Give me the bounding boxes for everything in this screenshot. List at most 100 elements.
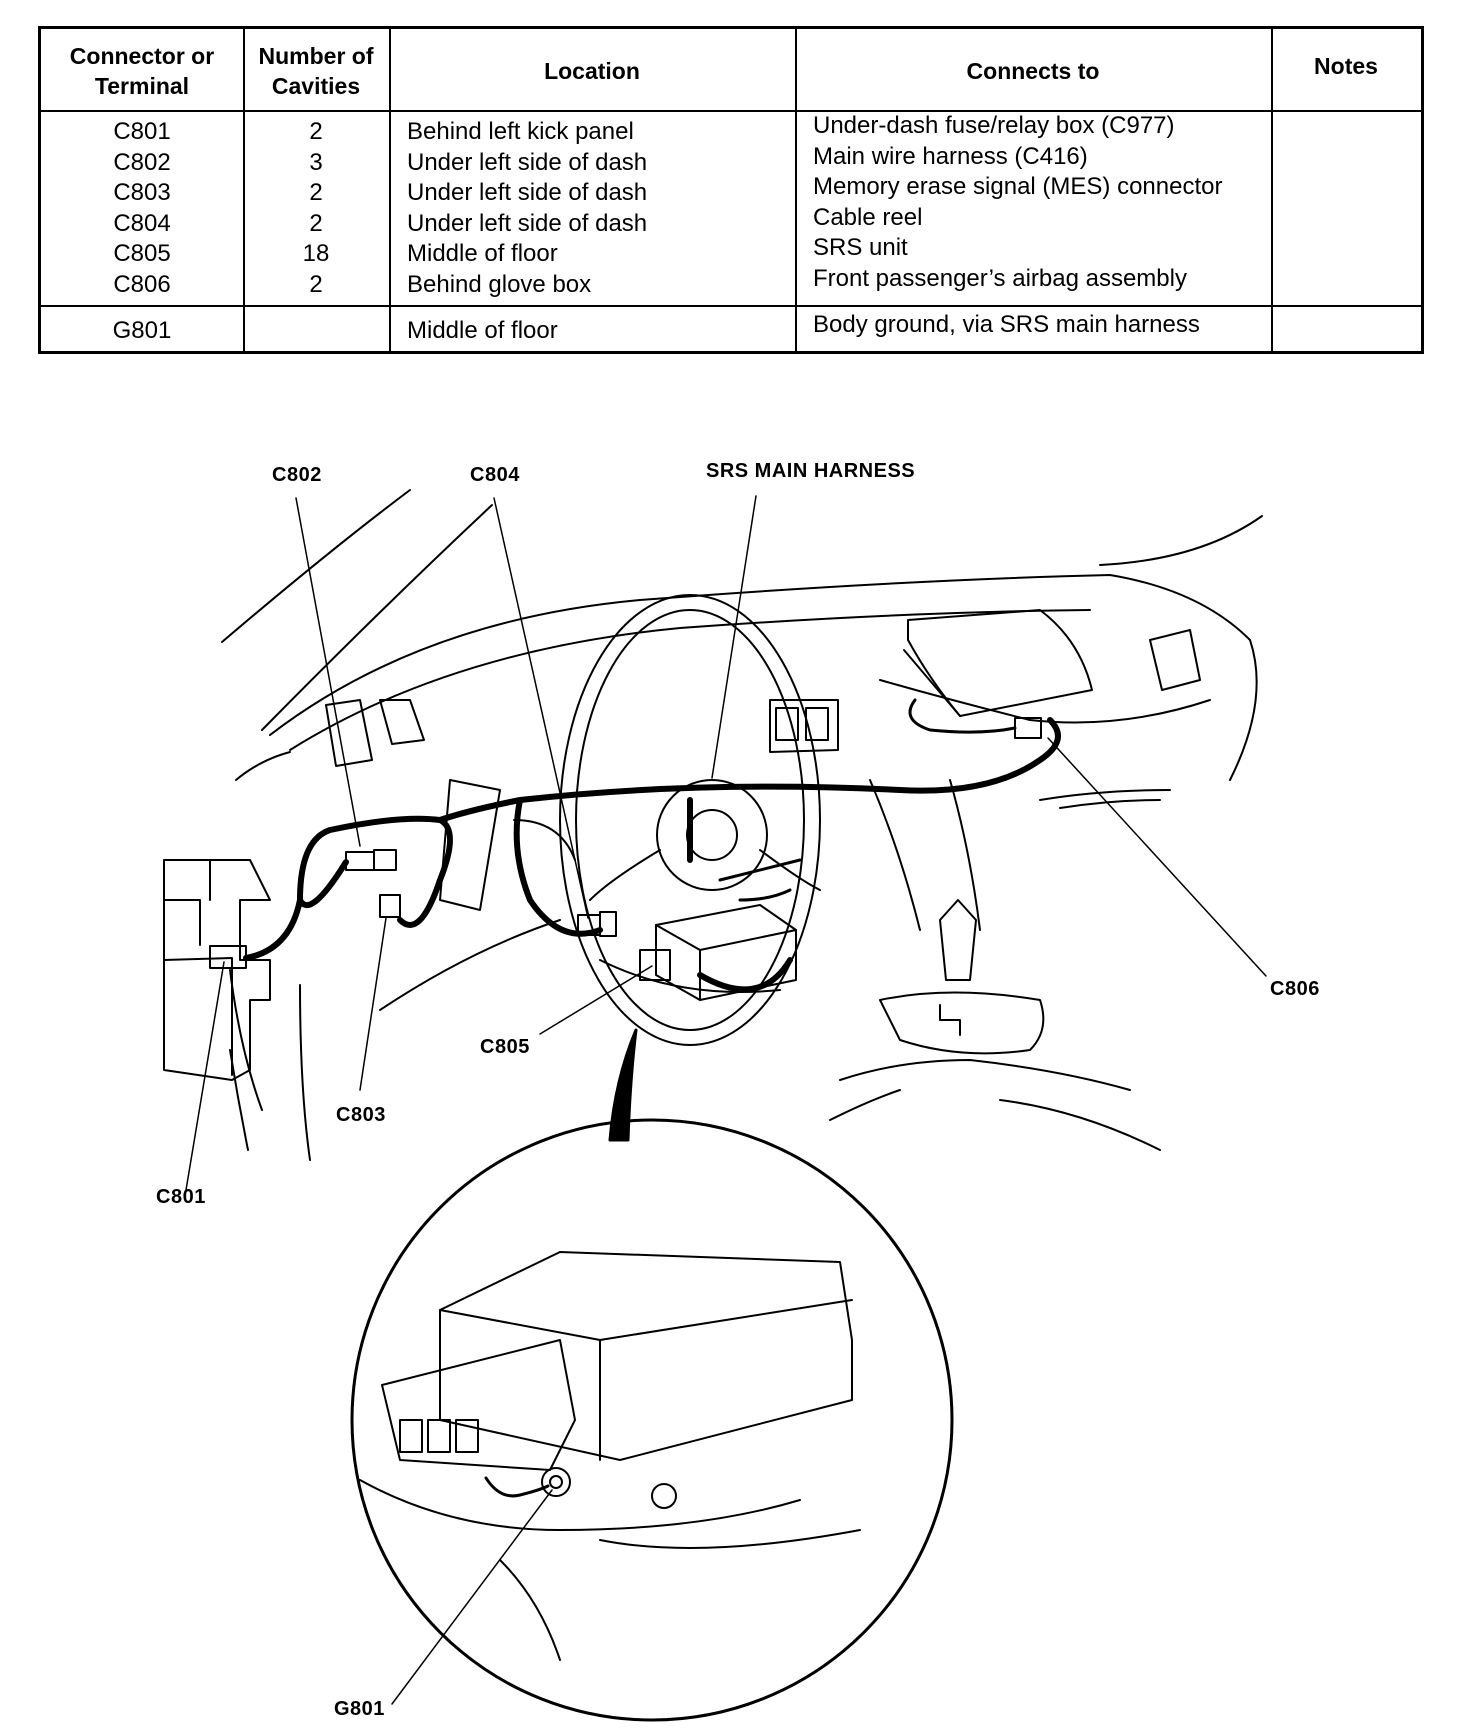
header-location: Location [544, 57, 640, 84]
leader-line [1047, 737, 1267, 977]
floor-tunnel [839, 1059, 1131, 1091]
knee-bolster [513, 819, 576, 861]
column-divider [389, 29, 391, 351]
table-row-connects-to: Main wire harness (C416) [813, 142, 1088, 170]
srs-unit [655, 924, 797, 951]
shifter-boot [879, 991, 1045, 1055]
table-row-location: Under left side of dash [407, 148, 648, 176]
steering-hub [656, 779, 768, 891]
ground-row-cavities [243, 309, 389, 353]
table-row-connects-to: SRS unit [813, 234, 908, 261]
inset-srs-unit [439, 1299, 853, 1421]
glove-box [903, 649, 961, 717]
vent-outline [805, 707, 829, 741]
callout-c805: C805 [480, 1036, 530, 1058]
cable-reel-wire [718, 858, 802, 902]
table-row-location: Under left side of dash [407, 209, 648, 237]
column-divider [243, 29, 245, 351]
header-cavities: Number of Cavities [258, 42, 374, 99]
vent-outline [379, 699, 425, 745]
table-row-connector: C802 [113, 148, 171, 176]
leader-line [359, 917, 387, 1091]
callout-srs-main-harness: SRS MAIN HARNESS [706, 460, 916, 482]
dash-lower [1039, 789, 1171, 801]
leader-line [185, 961, 225, 1191]
srs-main-harness [243, 717, 1061, 993]
table-row-connector: C803 [113, 179, 171, 206]
srs-harness-diagram: C802 C804 SRS MAIN HARNESS C806 C805 C80… [0, 360, 1472, 1734]
shifter [939, 899, 977, 981]
a-pillar-line [221, 489, 411, 643]
table-row-cavities: 2 [309, 118, 323, 145]
column-divider [1271, 29, 1273, 351]
table-row-connects-to: Memory erase signal (MES) connector [813, 173, 1223, 200]
header-connects-to: Connects to [966, 57, 1100, 84]
g801-bolt [549, 1475, 563, 1489]
door-edge [299, 984, 311, 1161]
header-notes: Notes [1314, 53, 1378, 79]
table-row-location: Middle of floor [407, 240, 558, 267]
inset-floor [599, 1529, 861, 1549]
vent-outline [1149, 629, 1201, 691]
ground-row-divider [41, 305, 1421, 307]
srs-main-harness [297, 859, 349, 909]
inset-floor [359, 1479, 801, 1531]
dash-lower [879, 679, 1211, 724]
fuse-relay-box [163, 859, 271, 1081]
inset-connector-slot [427, 1419, 451, 1453]
callout-c804: C804 [470, 464, 520, 486]
leader-line [295, 497, 361, 847]
connector-column: C801 C802 C803 C804 C805 C806 [41, 117, 243, 300]
srs-unit [655, 904, 797, 1001]
callout-c802: C802 [272, 464, 322, 486]
door-edge [235, 751, 291, 781]
location-column: Behind left kick panel Under left side o… [407, 117, 793, 300]
steering-wheel-rim [559, 594, 821, 1046]
leader-line [391, 1489, 553, 1705]
c802-connector [373, 849, 397, 871]
g801-bolt [541, 1467, 571, 1497]
c803-connector [379, 894, 401, 918]
table-row-cavities: 2 [309, 179, 323, 206]
dash-lower [1059, 799, 1161, 809]
connects-to-column: Under-dash fuse/relay box (C977) Main wi… [813, 111, 1269, 294]
connector-table: Connector or Terminal Number of Cavities… [38, 26, 1424, 354]
header-divider [41, 110, 1421, 112]
glove-box [907, 609, 1093, 717]
ground-row-connects-to: Body ground, via SRS main harness [813, 311, 1200, 338]
table-row-cavities: 2 [309, 209, 323, 237]
column-divider [795, 29, 797, 351]
fuse-relay-box [163, 957, 233, 1076]
table-row-cavities: 18 [302, 240, 330, 267]
detail-circle [350, 1118, 954, 1722]
inset-bolt [651, 1483, 677, 1509]
roof-line [1099, 515, 1263, 566]
leader-line [711, 495, 757, 779]
inset-srs-unit [439, 1251, 853, 1461]
inset-ground-wire [484, 1476, 550, 1498]
c802-connector [345, 851, 375, 871]
center-stack [869, 779, 921, 931]
dash-top [269, 574, 1258, 781]
steering-hub [686, 809, 738, 861]
lower-dash [379, 919, 561, 1011]
ground-row-location: Middle of floor [407, 317, 558, 344]
door-edge [229, 969, 263, 1111]
table-row-connects-to: Cable reel [813, 203, 923, 231]
floor-tunnel [999, 1099, 1161, 1151]
dash-top [289, 609, 1091, 751]
table-row-connector: C805 [113, 240, 171, 267]
table-row-connects-to: Under-dash fuse/relay box (C977) [813, 112, 1175, 139]
inset-connector-slot [399, 1419, 423, 1453]
zoom-pointer [608, 1028, 638, 1142]
table-row-cavities: 3 [309, 148, 323, 176]
c804-connector [599, 911, 617, 937]
center-stack [949, 779, 981, 931]
airbag-wire [908, 698, 1017, 734]
callout-c806: C806 [1270, 978, 1320, 1000]
knee-bolster [439, 779, 501, 911]
inset-floor [499, 1559, 561, 1661]
steering-wheel-rim [575, 609, 805, 1031]
dashboard-line-drawing [163, 489, 1267, 1722]
inset-connector [381, 1339, 576, 1471]
